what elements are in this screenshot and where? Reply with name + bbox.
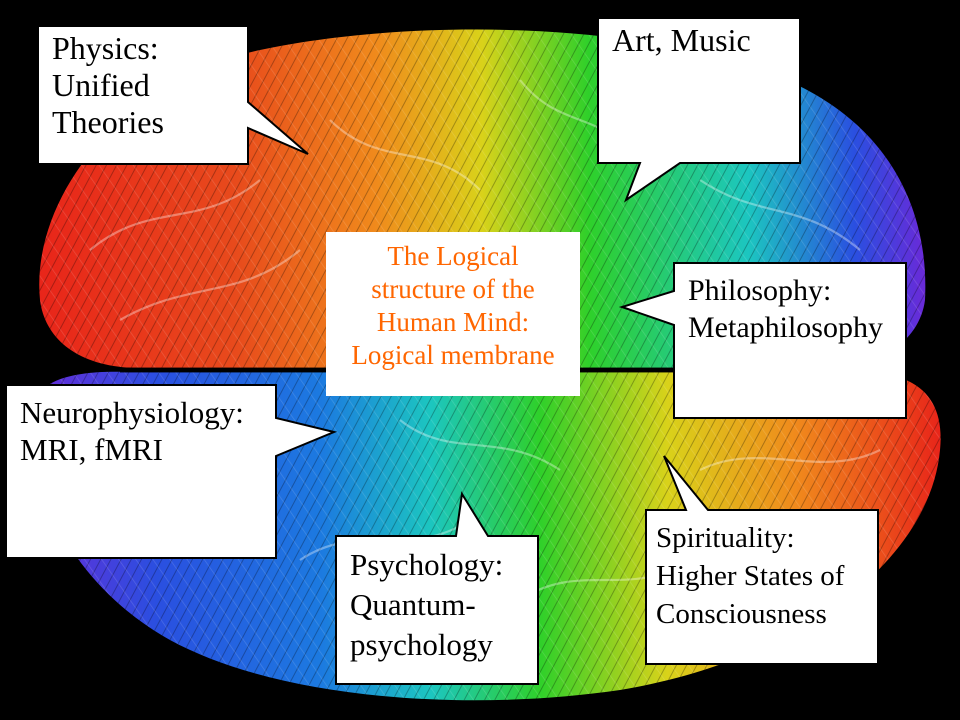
bubble-psychology-shape — [335, 491, 539, 685]
bubble-spirituality-shape — [645, 455, 879, 665]
bubble-neurophysiology: Neurophysiology: MRI, fMRI — [20, 395, 244, 467]
bubble-spirituality: Spirituality: Higher States of Conscious… — [656, 522, 845, 630]
bubble-physics: Physics: Unified Theories — [52, 30, 164, 140]
bubble-philosophy: Philosophy: Metaphilosophy — [688, 274, 883, 344]
bubble-physics-shape — [37, 25, 309, 165]
center-label: The Logical structure of the Human Mind:… — [351, 241, 555, 370]
bubble-philosophy-shape — [618, 262, 907, 419]
bubble-art: Art, Music — [612, 22, 751, 58]
center-box — [326, 232, 580, 396]
bubble-psychology: Psychology: Quantum- psychology — [350, 547, 504, 662]
bubble-neurophysiology-shape — [5, 384, 338, 559]
bubble-art-shape — [597, 17, 801, 203]
